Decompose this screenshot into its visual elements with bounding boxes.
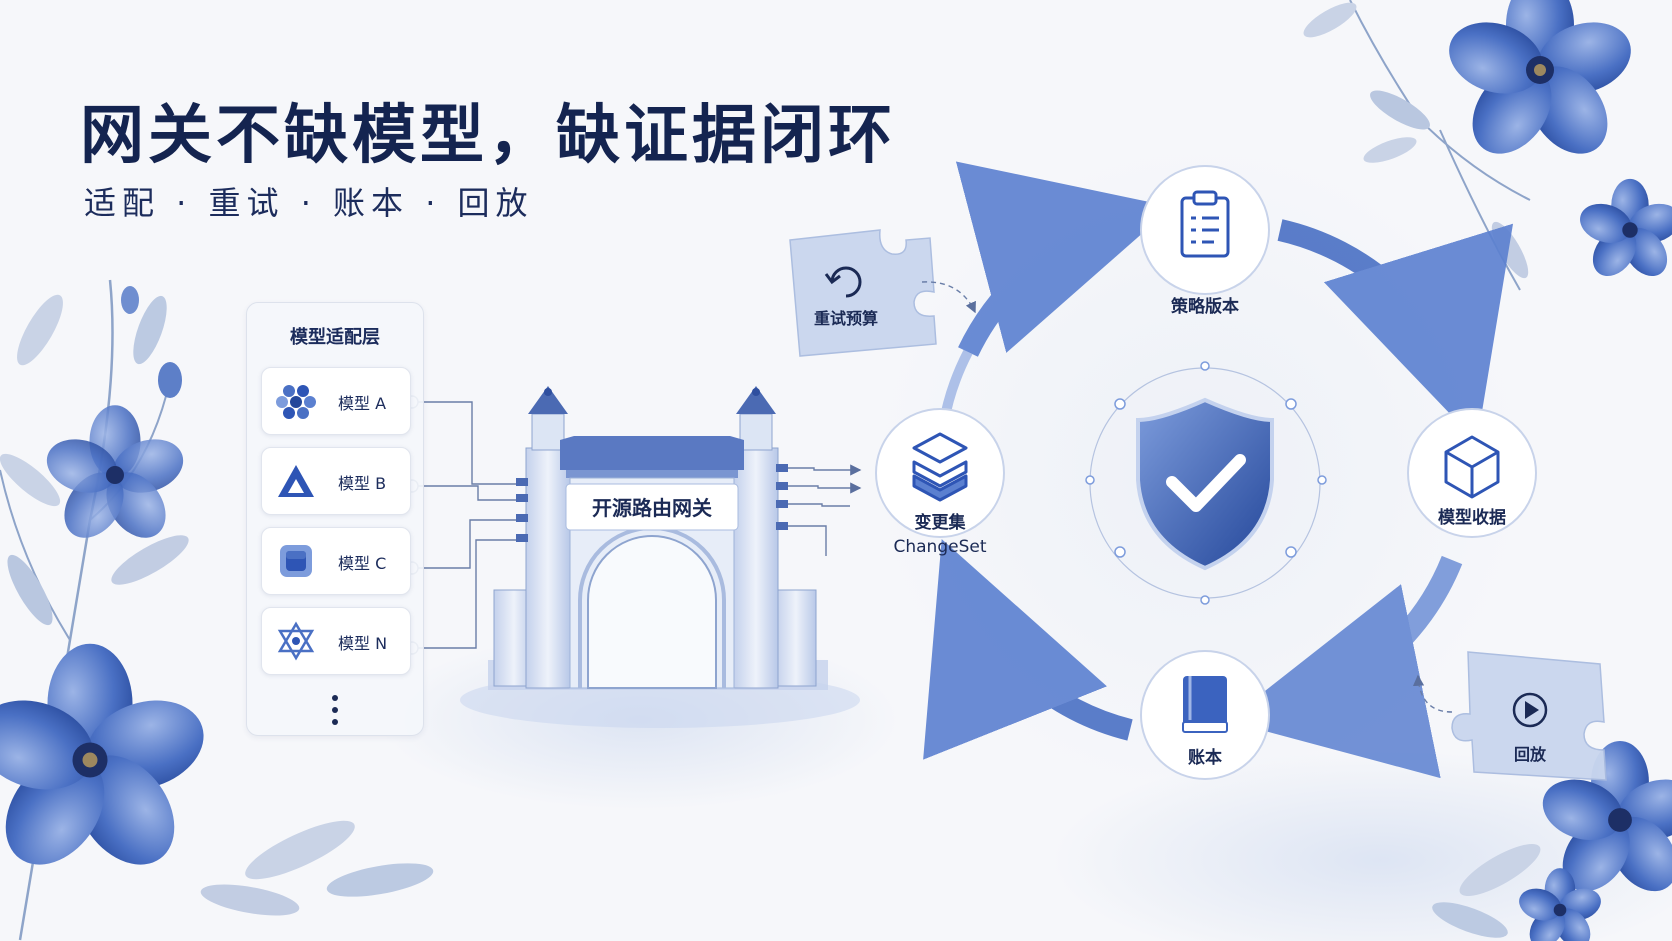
gate-output-arrows — [788, 464, 862, 556]
vertical-ellipsis-icon — [332, 695, 338, 725]
flower-left-icon — [0, 279, 434, 941]
flower-top-right-icon — [1303, 0, 1672, 291]
triangle-icon — [278, 465, 314, 497]
clipboard-icon — [1180, 190, 1230, 258]
node-sublabel-changeset: ChangeSet — [893, 537, 986, 557]
page-title: 网关不缺模型，缺证据闭环 — [80, 98, 896, 173]
cycle-node-strategy: 策略版本 — [1140, 165, 1270, 317]
refresh-icon — [824, 266, 862, 298]
puzzle-label-retry: 重试预算 — [814, 309, 878, 328]
archway-gate-icon: 开源路由网关 — [460, 386, 860, 728]
play-icon — [1512, 692, 1548, 728]
puzzle-replay: 回放 — [1412, 651, 1607, 781]
puzzle-retry-budget: 重试预算 — [789, 229, 976, 357]
puzzle-label-replay: 回放 — [1514, 745, 1547, 764]
model-card-c: 模型 C — [261, 527, 411, 595]
model-card-n: 模型 N — [261, 607, 411, 675]
node-label-strategy: 策略版本 — [1171, 296, 1239, 317]
page-subtitle: 适配 · 重试 · 账本 · 回放 — [84, 184, 534, 222]
panel-title: 模型适配层 — [290, 327, 380, 348]
gateway-label: 开源路由网关 — [592, 496, 712, 520]
node-label-ledger: 账本 — [1188, 747, 1222, 768]
cube-outline-icon — [1444, 435, 1500, 499]
model-card-b: 模型 B — [261, 447, 411, 515]
flower-bottom-right-icon — [1432, 740, 1672, 941]
model-label-n: 模型 N — [338, 634, 388, 653]
cube-icon — [280, 545, 312, 577]
model-label-b: 模型 B — [338, 474, 387, 493]
shield-check-icon — [1136, 397, 1274, 571]
cycle-node-receipt: 模型收据 — [1407, 408, 1537, 538]
layers-icon — [912, 432, 968, 502]
cycle-node-changeset: 变更集 ChangeSet — [875, 408, 1005, 557]
node-label-receipt: 模型收据 — [1438, 507, 1506, 528]
star-of-david-icon — [277, 621, 315, 661]
orbit-dots — [1085, 361, 1327, 605]
hexagon-cluster-icon — [276, 385, 316, 419]
cycle-node-ledger: 账本 — [1140, 650, 1270, 780]
book-icon — [1182, 676, 1228, 733]
model-adapter-panel: 模型适配层 模型 A 模型 B — [246, 302, 424, 736]
model-label-c: 模型 C — [338, 554, 387, 573]
model-card-a: 模型 A — [261, 367, 411, 435]
model-label-a: 模型 A — [338, 394, 387, 413]
node-label-changeset: 变更集 — [915, 512, 967, 533]
